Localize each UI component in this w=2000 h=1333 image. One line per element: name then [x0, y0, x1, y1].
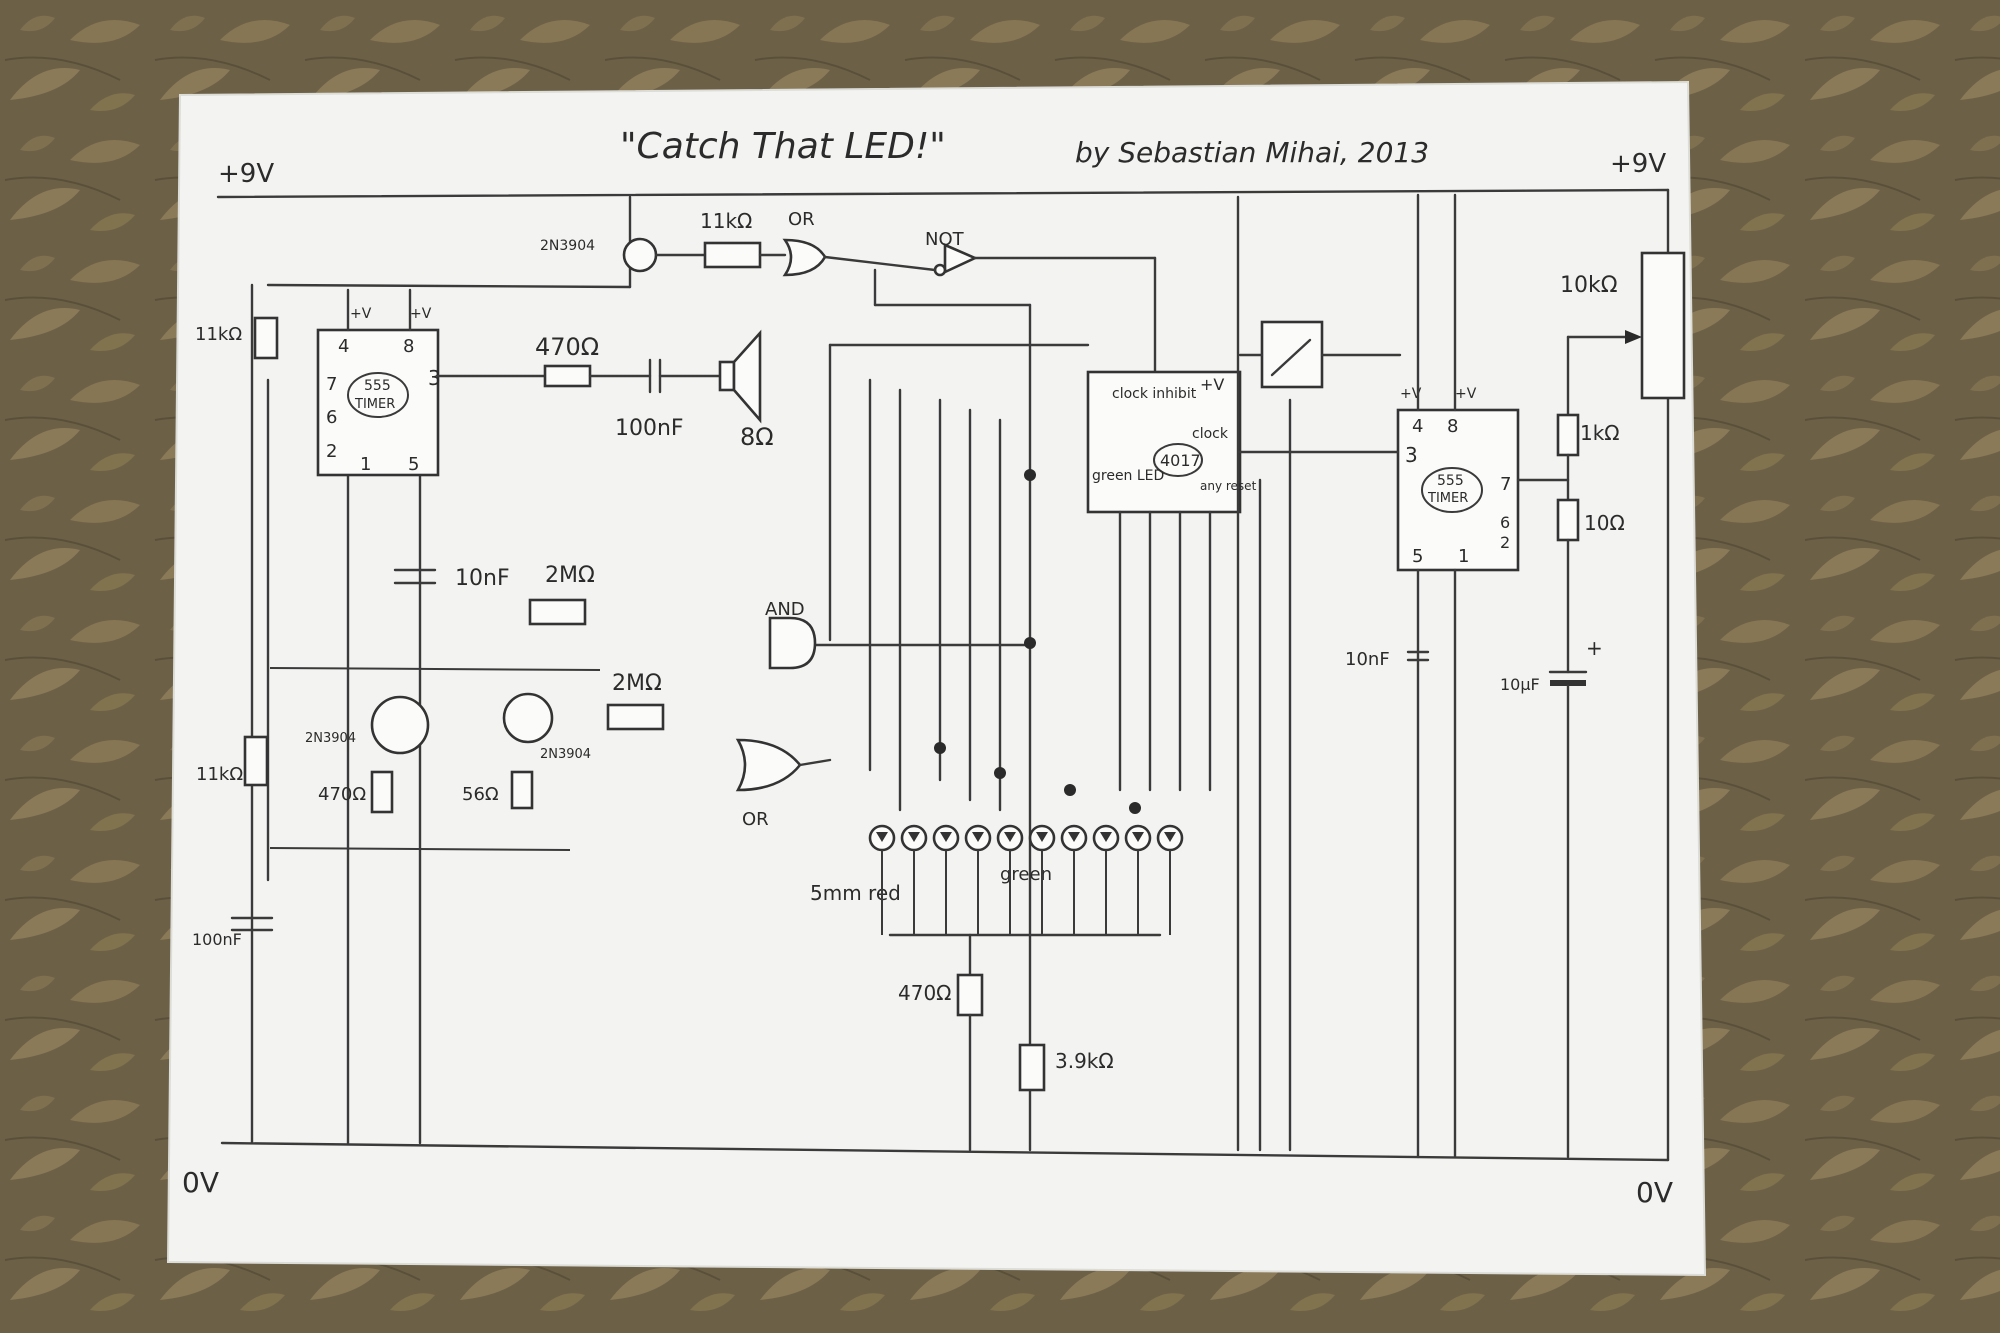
led	[1060, 824, 1088, 935]
svg-text:OR: OR	[788, 209, 815, 230]
svg-text:10nF: 10nF	[455, 566, 510, 591]
svg-text:5: 5	[1412, 546, 1423, 567]
svg-text:2MΩ: 2MΩ	[545, 563, 595, 588]
ic-555-left: 555 TIMER 4 8 7 6 2 1 5 3 +V +V	[316, 288, 441, 477]
led	[932, 824, 960, 935]
svg-text:100nF: 100nF	[192, 930, 242, 949]
right-rc-network: 10kΩ 1kΩ 10Ω 10nF 10μF +	[1345, 251, 1686, 1159]
svg-text:11kΩ: 11kΩ	[700, 209, 752, 233]
center-buses	[813, 195, 1292, 1152]
led-row	[868, 824, 1184, 935]
svg-text:2N3904: 2N3904	[540, 238, 595, 254]
svg-text:TIMER: TIMER	[1427, 491, 1468, 506]
svg-text:6: 6	[326, 407, 337, 428]
svg-text:5mm red: 5mm red	[810, 881, 901, 905]
svg-text:7: 7	[1500, 474, 1511, 495]
svg-text:3.9kΩ: 3.9kΩ	[1055, 1049, 1114, 1073]
svg-text:6: 6	[1500, 513, 1510, 532]
svg-text:4017: 4017	[1160, 451, 1201, 470]
svg-text:green LED: green LED	[1092, 468, 1164, 484]
led	[1156, 824, 1184, 935]
svg-text:2: 2	[326, 441, 337, 462]
svg-text:+V: +V	[350, 306, 372, 322]
rail-plus-right-label: +9V	[1610, 149, 1666, 179]
svg-text:clock: clock	[1192, 426, 1229, 442]
svg-text:2N3904: 2N3904	[540, 747, 591, 762]
lower-left-section: 11kΩ 11kΩ 100nF 10nF 2MΩ 2MΩ 2N3904 2N39…	[192, 316, 665, 949]
speaker-chain: 470Ω 100nF 8Ω	[436, 329, 774, 451]
svg-text:10Ω: 10Ω	[1584, 511, 1625, 535]
svg-text:OR: OR	[742, 809, 769, 830]
svg-text:3: 3	[428, 366, 441, 390]
led	[964, 824, 992, 935]
led	[996, 824, 1024, 935]
paper	[166, 80, 1707, 1277]
led	[868, 824, 896, 935]
svg-text:8: 8	[403, 336, 414, 357]
svg-text:8: 8	[1447, 416, 1458, 437]
svg-text:TIMER: TIMER	[354, 397, 395, 412]
rail-zero-left-label: 0V	[182, 1166, 219, 1199]
svg-text:2N3904: 2N3904	[305, 731, 356, 746]
svg-text:100nF: 100nF	[615, 416, 684, 441]
lower-logic: AND OR 5mm red green 470Ω 3.9kΩ	[735, 599, 1162, 1152]
rail-zero-right-label: 0V	[1636, 1176, 1673, 1209]
svg-text:1: 1	[1458, 546, 1469, 567]
byline: by Sebastian Mihai, 2013	[1075, 136, 1429, 169]
ic-4017: 4017 clock inhibit clock any reset green…	[1086, 370, 1257, 514]
switch-box	[1238, 320, 1402, 389]
led	[1028, 824, 1056, 935]
svg-text:any reset: any reset	[1200, 479, 1257, 493]
led	[900, 824, 928, 935]
svg-text:+V: +V	[410, 306, 432, 322]
svg-text:11kΩ: 11kΩ	[195, 324, 242, 345]
svg-text:10nF: 10nF	[1345, 649, 1390, 670]
svg-text:470Ω: 470Ω	[898, 981, 951, 1005]
svg-text:2MΩ: 2MΩ	[612, 671, 662, 696]
led	[1092, 824, 1120, 935]
ic-555-right: 555 TIMER 4 8 3 7 6 2 5 1 +V +V	[1238, 193, 1520, 1159]
svg-text:5: 5	[408, 454, 419, 475]
svg-text:56Ω: 56Ω	[462, 784, 499, 805]
svg-text:555: 555	[1437, 473, 1464, 489]
svg-text:7: 7	[326, 374, 337, 395]
svg-text:470Ω: 470Ω	[535, 333, 599, 361]
svg-text:+: +	[1586, 636, 1603, 660]
svg-text:3: 3	[1405, 443, 1418, 467]
svg-text:+V: +V	[1200, 375, 1224, 394]
svg-text:+V: +V	[1400, 386, 1422, 402]
svg-text:4: 4	[338, 336, 349, 357]
svg-text:2: 2	[1500, 533, 1510, 552]
svg-text:1: 1	[360, 454, 371, 475]
svg-text:1kΩ: 1kΩ	[1580, 421, 1620, 445]
svg-text:green: green	[1000, 864, 1052, 885]
svg-text:8Ω: 8Ω	[740, 423, 774, 451]
svg-text:470Ω: 470Ω	[318, 784, 366, 805]
top-logic: 2N3904 11kΩ OR NOT	[540, 209, 1157, 380]
svg-text:555: 555	[364, 378, 391, 394]
svg-text:+V: +V	[1455, 386, 1477, 402]
title: "Catch That LED!"	[620, 126, 946, 167]
svg-text:10kΩ: 10kΩ	[1560, 273, 1618, 298]
svg-text:NOT: NOT	[925, 229, 965, 250]
svg-text:clock inhibit: clock inhibit	[1112, 386, 1197, 402]
svg-text:11kΩ: 11kΩ	[196, 764, 243, 785]
rail-plus-left-label: +9V	[218, 159, 274, 189]
svg-text:AND: AND	[765, 599, 805, 620]
svg-text:10μF: 10μF	[1500, 675, 1540, 694]
svg-text:4: 4	[1412, 416, 1423, 437]
led	[1124, 824, 1152, 935]
